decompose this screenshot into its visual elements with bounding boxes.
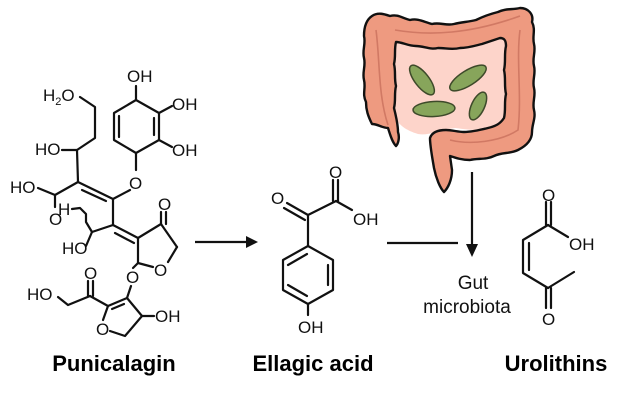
- bond: [334, 199, 354, 212]
- colon: [362, 6, 536, 194]
- bond: [36, 186, 57, 209]
- bond: [131, 261, 140, 270]
- atom-label: OH: [172, 141, 198, 160]
- bond: [546, 270, 576, 290]
- bond: [166, 245, 179, 264]
- compound-name-punicalagin: Punicalagin: [52, 351, 175, 376]
- bond: [282, 206, 307, 222]
- atom-label: O: [126, 268, 139, 287]
- compound-name-urolithins: Urolithins: [505, 351, 608, 376]
- bond: [53, 180, 80, 197]
- bond: [108, 296, 144, 338]
- bond: [286, 283, 309, 298]
- bond: [112, 98, 161, 155]
- atom-label: O: [129, 174, 142, 193]
- atom-label: H2O: [43, 86, 75, 108]
- bond: [70, 206, 94, 234]
- atom-label: HO: [62, 239, 88, 258]
- atom-label: OH: [155, 307, 181, 326]
- atom-label: O: [542, 310, 555, 329]
- atom-label: O: [96, 320, 109, 339]
- bond: [113, 231, 136, 245]
- punicalagin-structure: OH OH OH O H2O HO HO O H HO O: [10, 67, 198, 339]
- atom-label: O: [329, 163, 342, 182]
- bacterium: [408, 64, 436, 96]
- atom-label: O: [154, 261, 167, 280]
- bond: [286, 252, 309, 267]
- bond: [281, 244, 335, 306]
- bond: [106, 296, 129, 308]
- bond: [76, 180, 115, 201]
- ellagic-acid-structure: OH O O OH: [271, 163, 379, 337]
- gut-illustration: [362, 6, 536, 194]
- bond: [285, 201, 310, 217]
- colon-fold-line: [449, 29, 521, 144]
- bond: [88, 294, 110, 308]
- atom-label: HO: [35, 140, 61, 159]
- bond: [110, 302, 126, 311]
- bond: [157, 138, 174, 149]
- bond: [90, 223, 115, 234]
- compound-name-ellagic-acid: Ellagic acid: [252, 351, 373, 376]
- bond: [306, 199, 338, 248]
- bond: [75, 95, 97, 152]
- atom-label: O: [271, 189, 284, 208]
- atom-label: HO: [10, 178, 36, 197]
- microbiota-arrow: [387, 172, 478, 257]
- bond: [125, 284, 133, 300]
- bond: [111, 223, 140, 240]
- bond: [56, 294, 92, 307]
- bond: [157, 104, 174, 115]
- agent-label-gut: Gut: [458, 273, 489, 294]
- atom-label: H: [58, 200, 70, 219]
- atom-label: O: [542, 186, 555, 205]
- reaction-arrow: [195, 236, 258, 248]
- urolithins-structure: O OH O: [521, 186, 595, 329]
- colon-fold-line: [394, 15, 521, 34]
- bond: [136, 236, 155, 269]
- bond: [111, 188, 132, 201]
- bond: [80, 188, 108, 203]
- atom-label: OH: [569, 235, 595, 254]
- atom-label: OH: [298, 318, 324, 337]
- atom-label: OH: [172, 95, 198, 114]
- bacterium: [468, 91, 488, 121]
- atom-label: O: [158, 195, 171, 214]
- atom-label: OH: [127, 67, 153, 86]
- bond: [136, 222, 179, 249]
- atom-label: O: [84, 264, 97, 283]
- bond: [546, 223, 570, 239]
- agent-label-microbiota: microbiota: [423, 297, 511, 318]
- bacterium: [449, 64, 487, 92]
- bond: [101, 304, 110, 322]
- atom-label: O: [49, 210, 62, 229]
- bond: [84, 230, 94, 248]
- atom-label: OH: [353, 210, 379, 229]
- bond: [60, 148, 80, 184]
- atom-label: HO: [27, 285, 53, 304]
- colon-fold-line: [375, 29, 389, 126]
- bond: [521, 223, 550, 290]
- bacterium: [412, 100, 456, 118]
